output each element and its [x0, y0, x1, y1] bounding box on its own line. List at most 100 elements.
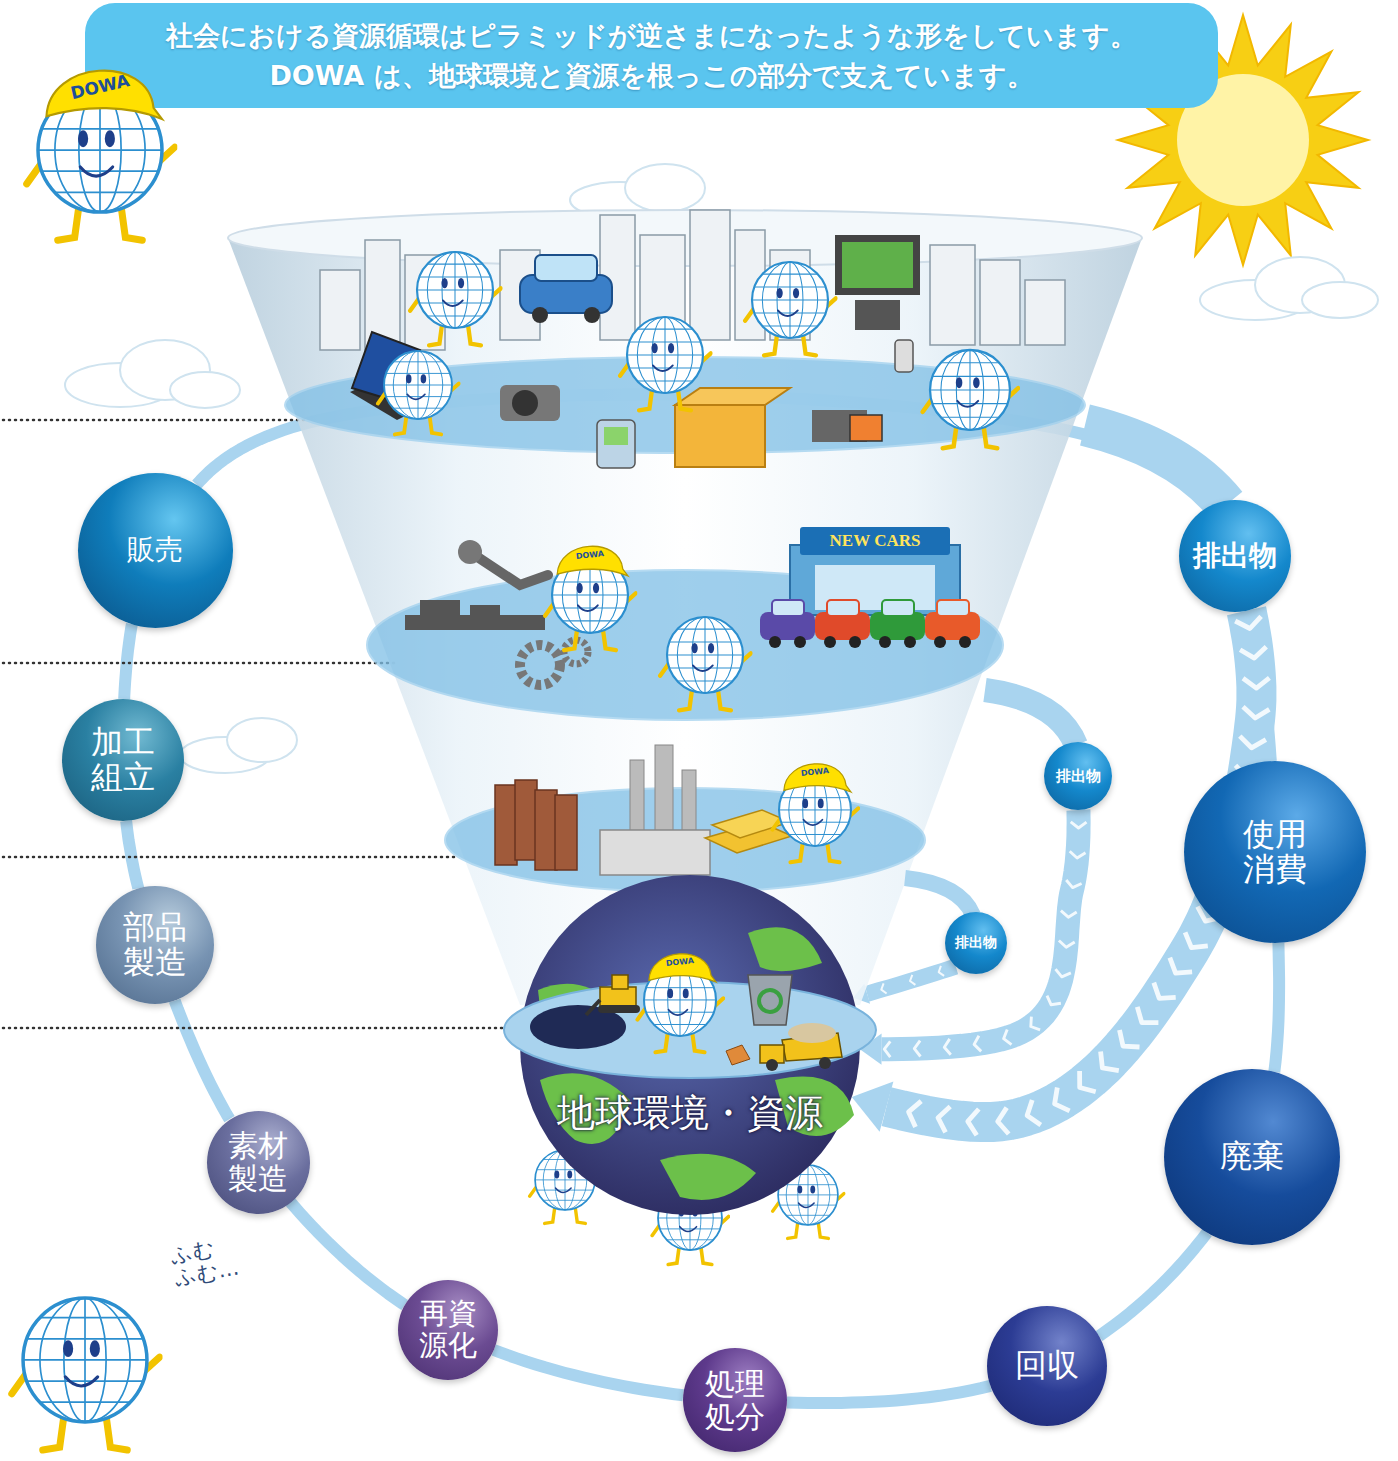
emission-band-part: [985, 690, 1076, 745]
mascot: [12, 1298, 160, 1450]
connector-line: [1099, 1233, 1207, 1337]
flow-chevron: [1154, 983, 1176, 999]
connector-line: [494, 1350, 683, 1395]
cycle-circle: 廃棄: [1164, 1069, 1340, 1245]
bulldozer-part: [600, 987, 636, 1007]
consumer-goods-part: [895, 340, 913, 372]
cycle-circle: 排出物: [1179, 500, 1291, 612]
material-plant-part: [600, 830, 710, 875]
material-plant-part: [515, 780, 537, 860]
material-plant-part: [555, 795, 577, 870]
flow-chevron: [1004, 1030, 1012, 1045]
connector-line: [290, 1202, 404, 1305]
mascot-with-hat: [27, 71, 175, 241]
circle-label: 再資 源化: [417, 1298, 479, 1362]
flow-chevron: [1056, 969, 1071, 977]
material-plant-part: [682, 770, 696, 832]
flow-chevron: [1059, 941, 1075, 948]
city-skyline-part: [980, 260, 1020, 345]
mascot: [378, 351, 459, 434]
car-dealership-part: [800, 527, 950, 555]
city-skyline-part: [1025, 280, 1065, 345]
cycle-circle: 加工 組立: [62, 699, 184, 821]
car-dealership-part: [790, 545, 960, 615]
leader-line-part: [3, 419, 308, 422]
consumer-goods-part: [675, 388, 790, 405]
car-dealership-part: [769, 636, 781, 648]
car-dealership-part: [824, 636, 836, 648]
mascot: [660, 617, 751, 710]
bulldozer-part: [612, 975, 628, 989]
car-dealership-part: [934, 636, 946, 648]
mascot: [923, 350, 1018, 448]
car-dealership-part: [849, 636, 861, 648]
circle-label: 素材 製造: [226, 1129, 291, 1195]
car-dealership-part: [827, 600, 859, 616]
flow-chevron: [1243, 678, 1269, 688]
car-dealership-part: [794, 636, 806, 648]
cycle-ring-segment: [124, 624, 132, 699]
city-skyline-part: [365, 240, 400, 350]
cycle-ring-segment: [494, 1350, 683, 1395]
connector-line: [787, 1386, 991, 1403]
flow-chevron: [1047, 996, 1061, 1005]
consumer-goods-part: [532, 307, 548, 323]
mascot: [410, 252, 501, 345]
cycle-circle: 排出物: [1044, 742, 1112, 810]
ore: [726, 1045, 750, 1065]
cycle-ring-segment: [787, 1386, 991, 1403]
car-dealership-part: [772, 600, 804, 616]
cycle-ring-segment: [175, 1001, 230, 1120]
connector-line: [126, 821, 138, 889]
circle-label: 排出物: [1193, 541, 1277, 572]
title-text: 社会における資源循環はピラミッドが逆さまになったような形をしています。 DOWA…: [155, 16, 1148, 94]
dump-truck-part: [819, 1057, 831, 1069]
factory-machinery-part: [458, 540, 482, 564]
cycle-circle: 排出物: [945, 912, 1007, 974]
cycle-circle: 部品 製造: [96, 886, 214, 1004]
circle-label: 加工 組立: [89, 725, 158, 795]
flow-chevron: [1240, 736, 1266, 748]
car-dealership-part: [904, 636, 916, 648]
flow-chevron: [1235, 616, 1261, 628]
recycle-bin-part: [748, 975, 792, 1025]
circle-label: 使用 消費: [1241, 817, 1310, 887]
flow-chevron: [1070, 851, 1086, 858]
mascot-with-hat: [637, 954, 723, 1052]
consumer-goods-part: [850, 415, 882, 441]
connector-line: [124, 624, 132, 699]
recycle-bin: [748, 975, 792, 1025]
consumer-goods-part: [835, 235, 920, 295]
cycle-ring-segment: [290, 1202, 404, 1305]
flow-chevron: [1066, 880, 1081, 888]
circle-label: 排出物: [955, 935, 997, 950]
flow-chevron: [909, 1101, 922, 1127]
cycle-circle: 処理 処分: [683, 1348, 787, 1452]
flow-chevron: [1137, 1007, 1158, 1023]
earth-globe: [520, 875, 860, 1215]
circle-label: 排出物: [1056, 768, 1101, 785]
cycle-circle: 使用 消費: [1184, 761, 1366, 943]
factory-machinery-part: [470, 605, 500, 615]
cycle-circle: 販売: [78, 473, 233, 628]
earth-node: 地球環境・資源: [520, 875, 860, 1215]
circle-label: 部品 製造: [121, 910, 190, 980]
leader-line-part: [3, 662, 398, 665]
emission-band-part: [1085, 425, 1226, 505]
flow-chevron: [1243, 707, 1269, 718]
flow-chevron: [944, 1039, 951, 1055]
recycle-bin-part: [759, 990, 781, 1012]
cycle-circle: 素材 製造: [207, 1111, 310, 1214]
emission-band: [905, 425, 1226, 915]
flow-chevron: [938, 1107, 950, 1133]
connector-line: [1274, 943, 1279, 1072]
circle-label: 処理 処分: [703, 1367, 768, 1433]
bulldozer-part: [586, 1000, 600, 1015]
consumer-goods: [350, 235, 920, 468]
material-plant-part: [495, 785, 517, 865]
cloud-part: [1302, 282, 1378, 318]
consumer-goods-part: [535, 255, 597, 281]
cloud-part: [170, 372, 240, 408]
consumer-goods-part: [855, 300, 900, 330]
